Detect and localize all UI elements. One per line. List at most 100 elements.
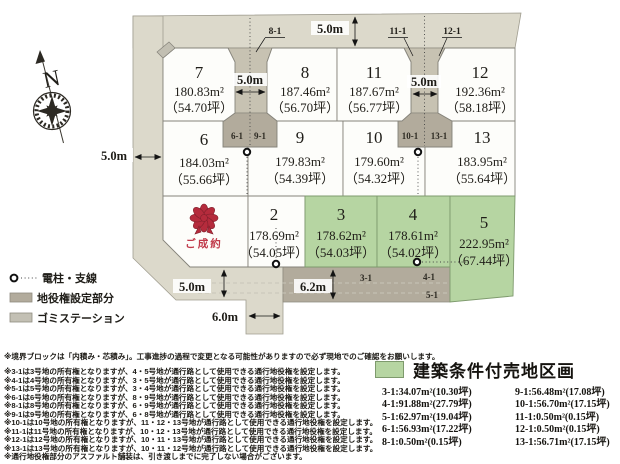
lot-4-area: 178.61m² bbox=[388, 228, 438, 243]
lot-12-tsubo: （58.18坪） bbox=[446, 100, 514, 115]
easement-table-col2: 9-1:56.48m²(17.08坪) 10-1:56.70m²(17.15坪)… bbox=[515, 387, 610, 449]
notes-block: ※境界ブロックは「内積み・芯積み」。工事進捗の過程で変更となる可能性がありますの… bbox=[4, 351, 440, 462]
lot-7-corner-wedge bbox=[156, 41, 176, 59]
lot-8-tsubo: （56.70坪） bbox=[271, 100, 339, 115]
dim-easement-strip: 6.2m bbox=[300, 280, 327, 294]
utility-pole-icon bbox=[242, 147, 252, 194]
note-boundary: ※境界ブロックは「内積み・芯積み」。工事進捗の過程で変更となる可能性がありますの… bbox=[4, 352, 440, 361]
lot-2-area: 178.69m² bbox=[249, 228, 299, 243]
compass-icon: N bbox=[32, 50, 72, 144]
lot-10-area: 179.60m² bbox=[354, 154, 404, 169]
note-line: ※通行地役権部分のアスファルト舗装は、引き渡しまでに完了しない場合がございます。 bbox=[4, 452, 307, 462]
easement-10-1-13-1 bbox=[397, 112, 453, 148]
easement-label-6-1: 6-1 bbox=[231, 131, 243, 141]
note-line: ※11-1は11号地の所有権となりますが、10・12・13号地が通行路として使用… bbox=[4, 426, 377, 436]
lot-5-number: 5 bbox=[480, 213, 489, 232]
easement-label-10-1: 10-1 bbox=[402, 131, 419, 141]
pole-legend-icon bbox=[9, 273, 19, 283]
lot-7-area: 180.83m² bbox=[174, 84, 224, 99]
lot-2-number: 2 bbox=[270, 205, 279, 224]
table-cell: 5-1:62.97m²(19.04坪) bbox=[382, 411, 472, 423]
lot-13-area: 183.95m² bbox=[457, 154, 507, 169]
dim-top-road: 5.0m bbox=[317, 22, 344, 36]
note-line: ※8-1は8号地の所有権となりますが、6・9号地が通行路として使用できる通行地役… bbox=[4, 401, 345, 411]
green-zone-label: 建築条件付売地区画 bbox=[413, 362, 575, 381]
note-line: ※5-1は5号地の所有権となりますが、3・4号地が通行路として使用できる通行地役… bbox=[4, 384, 345, 394]
lot-4-number: 4 bbox=[409, 205, 418, 224]
dim-corridor-78: 5.0m bbox=[237, 73, 264, 87]
note-line: ※12-1は12号地の所有権となりますが、10・11・13号地が通行路として使用… bbox=[4, 435, 378, 445]
legend-garbage-label: ゴミステーション bbox=[37, 311, 125, 325]
lot-8-area: 187.46m² bbox=[280, 84, 330, 99]
lot-11-number: 11 bbox=[366, 63, 382, 82]
utility-pole-icon bbox=[271, 228, 281, 269]
table-cell: 13-1:56.71m²(17.15坪) bbox=[515, 436, 610, 448]
easement-label-13-1: 13-1 bbox=[431, 131, 448, 141]
green-zone-legend: 建築条件付売地区画 bbox=[375, 357, 575, 382]
lot-8-number: 8 bbox=[301, 63, 310, 82]
easement-table-col1: 3-1:34.07m²(10.30坪) 4-1:91.88m²(27.79坪) … bbox=[382, 387, 505, 449]
utility-pole-icon bbox=[413, 147, 423, 194]
lot-6-area: 184.03m² bbox=[179, 155, 229, 170]
lot-10-number: 10 bbox=[366, 128, 383, 147]
lot-3-area: 178.62m² bbox=[316, 228, 366, 243]
easement-label-4-1: 4-1 bbox=[423, 272, 435, 282]
table-cell: 10-1:56.70m²(17.15坪) bbox=[515, 399, 610, 411]
easement-label-9-1: 9-1 bbox=[254, 131, 266, 141]
table-cell: 4-1:91.88m²(27.79坪) bbox=[382, 399, 472, 411]
lot-5-region bbox=[449, 195, 516, 303]
easement-area-table: 3-1:34.07m²(10.30坪) 4-1:91.88m²(27.79坪) … bbox=[382, 387, 610, 449]
lot-13-tsubo: （55.64坪） bbox=[448, 171, 516, 186]
note-line: ※6-1は6号地の所有権となりますが、8・9号地が通行路として使用できる通行地役… bbox=[4, 392, 345, 402]
table-cell: 9-1:56.48m²(17.08坪) bbox=[515, 387, 605, 398]
legend-easement-label: 地役権設定部分 bbox=[37, 291, 114, 305]
table-cell: 8-1:0.50m²(0.15坪) bbox=[382, 436, 462, 448]
table-cell: 12-1:0.50m²(0.15坪) bbox=[515, 424, 600, 436]
lot-9-area: 179.83m² bbox=[275, 154, 325, 169]
easement-label-3-1: 3-1 bbox=[360, 273, 372, 283]
lot-3-number: 3 bbox=[337, 205, 346, 224]
green-zone-swatch bbox=[375, 361, 404, 378]
easement-legend-swatch bbox=[9, 292, 33, 303]
dim-left-road: 5.0m bbox=[101, 149, 128, 163]
lot-12-number: 12 bbox=[472, 63, 489, 82]
sold-ribbon-icon bbox=[189, 203, 219, 235]
garbage-legend-swatch bbox=[9, 312, 33, 323]
corner-label-8-1: 8-1 bbox=[269, 27, 282, 37]
lot-6-number: 6 bbox=[200, 130, 209, 149]
lot-11-tsubo: （56.77坪） bbox=[340, 100, 408, 115]
note-line: ※4-1は4号地の所有権となりますが、3・5号地が通行路として使用できる通行地役… bbox=[4, 375, 345, 385]
lot-3-tsubo: （54.03坪） bbox=[307, 245, 375, 260]
map-legend: 電柱・支線 地役権設定部分 ゴミステーション bbox=[9, 271, 125, 325]
dim-bottom-road: 5.0m bbox=[179, 280, 206, 294]
compass-north-label: N bbox=[41, 65, 63, 93]
table-cell: 3-1:34.07m²(10.30坪) bbox=[382, 387, 472, 398]
easement-label-5-1: 5-1 bbox=[426, 290, 438, 300]
lot-7-region bbox=[162, 47, 236, 122]
lot-12-area: 192.36m² bbox=[455, 84, 505, 99]
table-cell: 11-1:0.50m²(0.15坪) bbox=[515, 411, 600, 423]
dim-corridor-1112: 5.0m bbox=[411, 75, 438, 89]
table-cell: 6-1:56.93m²(17.22坪) bbox=[382, 424, 472, 436]
lot-5-tsubo: （67.44坪） bbox=[450, 253, 518, 268]
lot-5-area: 222.95m² bbox=[459, 236, 509, 251]
lot-4-tsubo: （54.02坪） bbox=[379, 245, 447, 260]
dim-stub-road: 6.0m bbox=[212, 310, 239, 324]
legend-pole-label: 電柱・支線 bbox=[42, 271, 97, 285]
lot-7-tsubo: （54.70坪） bbox=[165, 100, 233, 115]
note-line: ※13-1は13号地の所有権となりますが、10・11・12号地が通行路として使用… bbox=[4, 443, 378, 453]
note-line: ※10-1は10号地の所有権となりますが、11・12・13号地が通行路として使用… bbox=[4, 418, 378, 428]
corner-label-11-1: 11-1 bbox=[390, 27, 407, 37]
lot-7-number: 7 bbox=[195, 63, 204, 82]
lot-10-tsubo: （54.32坪） bbox=[345, 171, 413, 186]
note-line: ※3-1は3号地の所有権となりますが、4・5号地が通行路として使用できる通行地役… bbox=[4, 367, 345, 376]
utility-pole-icon bbox=[412, 257, 468, 267]
note-line: ※9-1は9号地の所有権となりますが、6・8号地が通行路として使用できる通行地役… bbox=[4, 409, 345, 419]
lot-1-sold-label: ご成約 bbox=[185, 237, 223, 250]
lot-6-tsubo: （55.66坪） bbox=[170, 172, 238, 187]
lot-9-tsubo: （54.39坪） bbox=[266, 171, 334, 186]
lot-2-tsubo: （54.05坪） bbox=[240, 245, 308, 260]
corner-label-12-1: 12-1 bbox=[443, 27, 461, 37]
lot-13-number: 13 bbox=[474, 128, 491, 147]
